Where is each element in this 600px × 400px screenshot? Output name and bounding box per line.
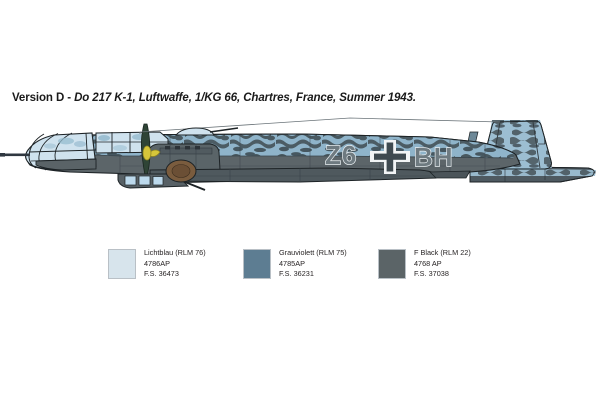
fuselage-code-front: Z6 xyxy=(325,140,357,170)
title-separator: - xyxy=(64,92,75,104)
color-swatch xyxy=(378,249,406,279)
legend-item: Lichtblau (RLM 76) 4786AP F.S. 36473 xyxy=(108,248,206,280)
color-fs: F.S. 36231 xyxy=(279,269,314,279)
legend-text-block: F Black (RLM 22) 4768 AP F.S. 37038 xyxy=(414,248,471,280)
fuselage-code-rear: BH xyxy=(414,142,454,172)
horizontal-stabilizer xyxy=(469,165,596,183)
color-name: Lichtblau (RLM 76) xyxy=(144,248,206,257)
pitot-tube xyxy=(0,153,30,157)
propeller xyxy=(140,123,161,181)
main-wheel xyxy=(165,159,197,183)
color-code: 4786AP xyxy=(144,258,170,268)
legend-text-block: Grauviolett (RLM 75) 4785AP F.S. 36231 xyxy=(279,248,347,280)
color-code: 4785AP xyxy=(279,258,305,268)
antenna-wire xyxy=(139,117,501,134)
rear-fairing xyxy=(429,170,471,179)
color-fs: F.S. 37038 xyxy=(414,269,449,279)
color-legend: Lichtblau (RLM 76) 4786AP F.S. 36473 Gra… xyxy=(0,248,600,300)
aircraft-profile-illustration: Z6 BH xyxy=(0,108,600,243)
color-name: F Black (RLM 22) xyxy=(414,248,471,257)
color-swatch xyxy=(243,249,271,279)
color-swatch xyxy=(108,249,136,279)
color-fs: F.S. 36473 xyxy=(144,269,179,279)
page-title: Version D - Do 217 K-1, Luftwaffe, 1/KG … xyxy=(12,92,416,104)
aircraft-description: Do 217 K-1, Luftwaffe, 1/KG 66, Chartres… xyxy=(74,92,416,104)
version-label: Version D xyxy=(12,92,65,104)
legend-item: F Black (RLM 22) 4768 AP F.S. 37038 xyxy=(378,248,471,280)
dorsal-turret xyxy=(175,127,239,136)
legend-item: Grauviolett (RLM 75) 4785AP F.S. 36231 xyxy=(243,248,347,280)
color-name: Grauviolett (RLM 75) xyxy=(279,248,347,257)
balkenkreuz-icon xyxy=(370,140,410,174)
color-code: 4768 AP xyxy=(414,258,442,268)
fuselage-markings: Z6 BH xyxy=(324,139,454,174)
legend-text-block: Lichtblau (RLM 76) 4786AP F.S. 36473 xyxy=(144,248,206,280)
